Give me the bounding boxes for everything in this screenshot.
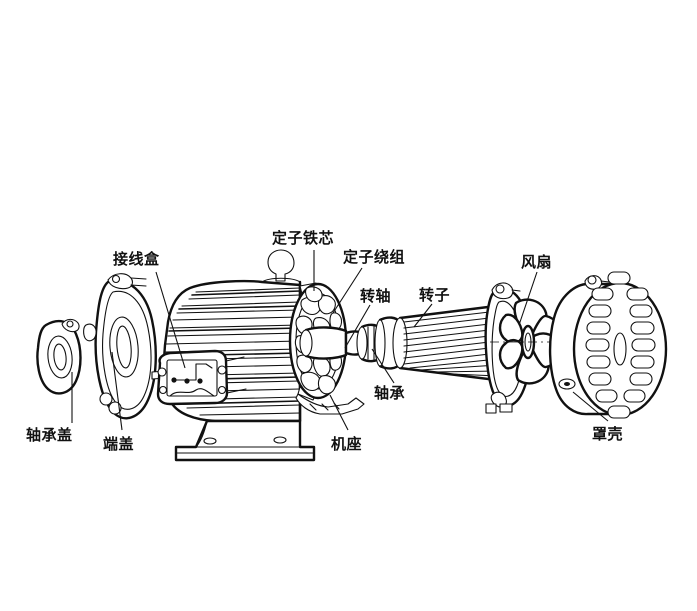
label-frame-base: 机座 (331, 435, 363, 453)
label-rotor: 转子 (419, 286, 451, 304)
rotor-part (392, 303, 506, 383)
shell-cover-part (548, 271, 668, 419)
label-stator-core: 定子铁芯 (272, 229, 335, 247)
stator-core-part (288, 282, 365, 415)
end-cover-part (83, 273, 167, 420)
leader-stator-winding (332, 267, 363, 314)
leader-lines (71, 250, 609, 431)
leader-fan (518, 271, 538, 326)
label-stator-winding: 定子绕组 (343, 248, 406, 266)
shaft-bearing-part (344, 316, 402, 370)
label-shaft: 转轴 (360, 287, 392, 305)
label-bearing-cap: 轴承盖 (26, 426, 73, 444)
bearing-cap-part (36, 318, 82, 395)
label-fan: 风扇 (521, 253, 553, 271)
frame-base-part (174, 419, 316, 462)
leader-end-cover (111, 351, 123, 431)
vent-slots (585, 271, 656, 419)
label-bearing: 轴承 (374, 384, 406, 402)
label-shell-cover: 罩壳 (592, 425, 624, 443)
motor-frame-housing (156, 249, 316, 462)
leader-frame-base (329, 394, 349, 431)
fan-part (490, 298, 570, 385)
terminal-box-part (156, 349, 229, 406)
leader-terminal-box (155, 271, 186, 369)
label-end-cover: 端盖 (103, 435, 135, 453)
label-terminal-box: 接线盒 (113, 250, 160, 268)
leader-shaft (344, 304, 371, 349)
leader-rotor (413, 303, 433, 328)
leader-bearing (371, 348, 395, 384)
leader-shell-cover (572, 391, 609, 422)
